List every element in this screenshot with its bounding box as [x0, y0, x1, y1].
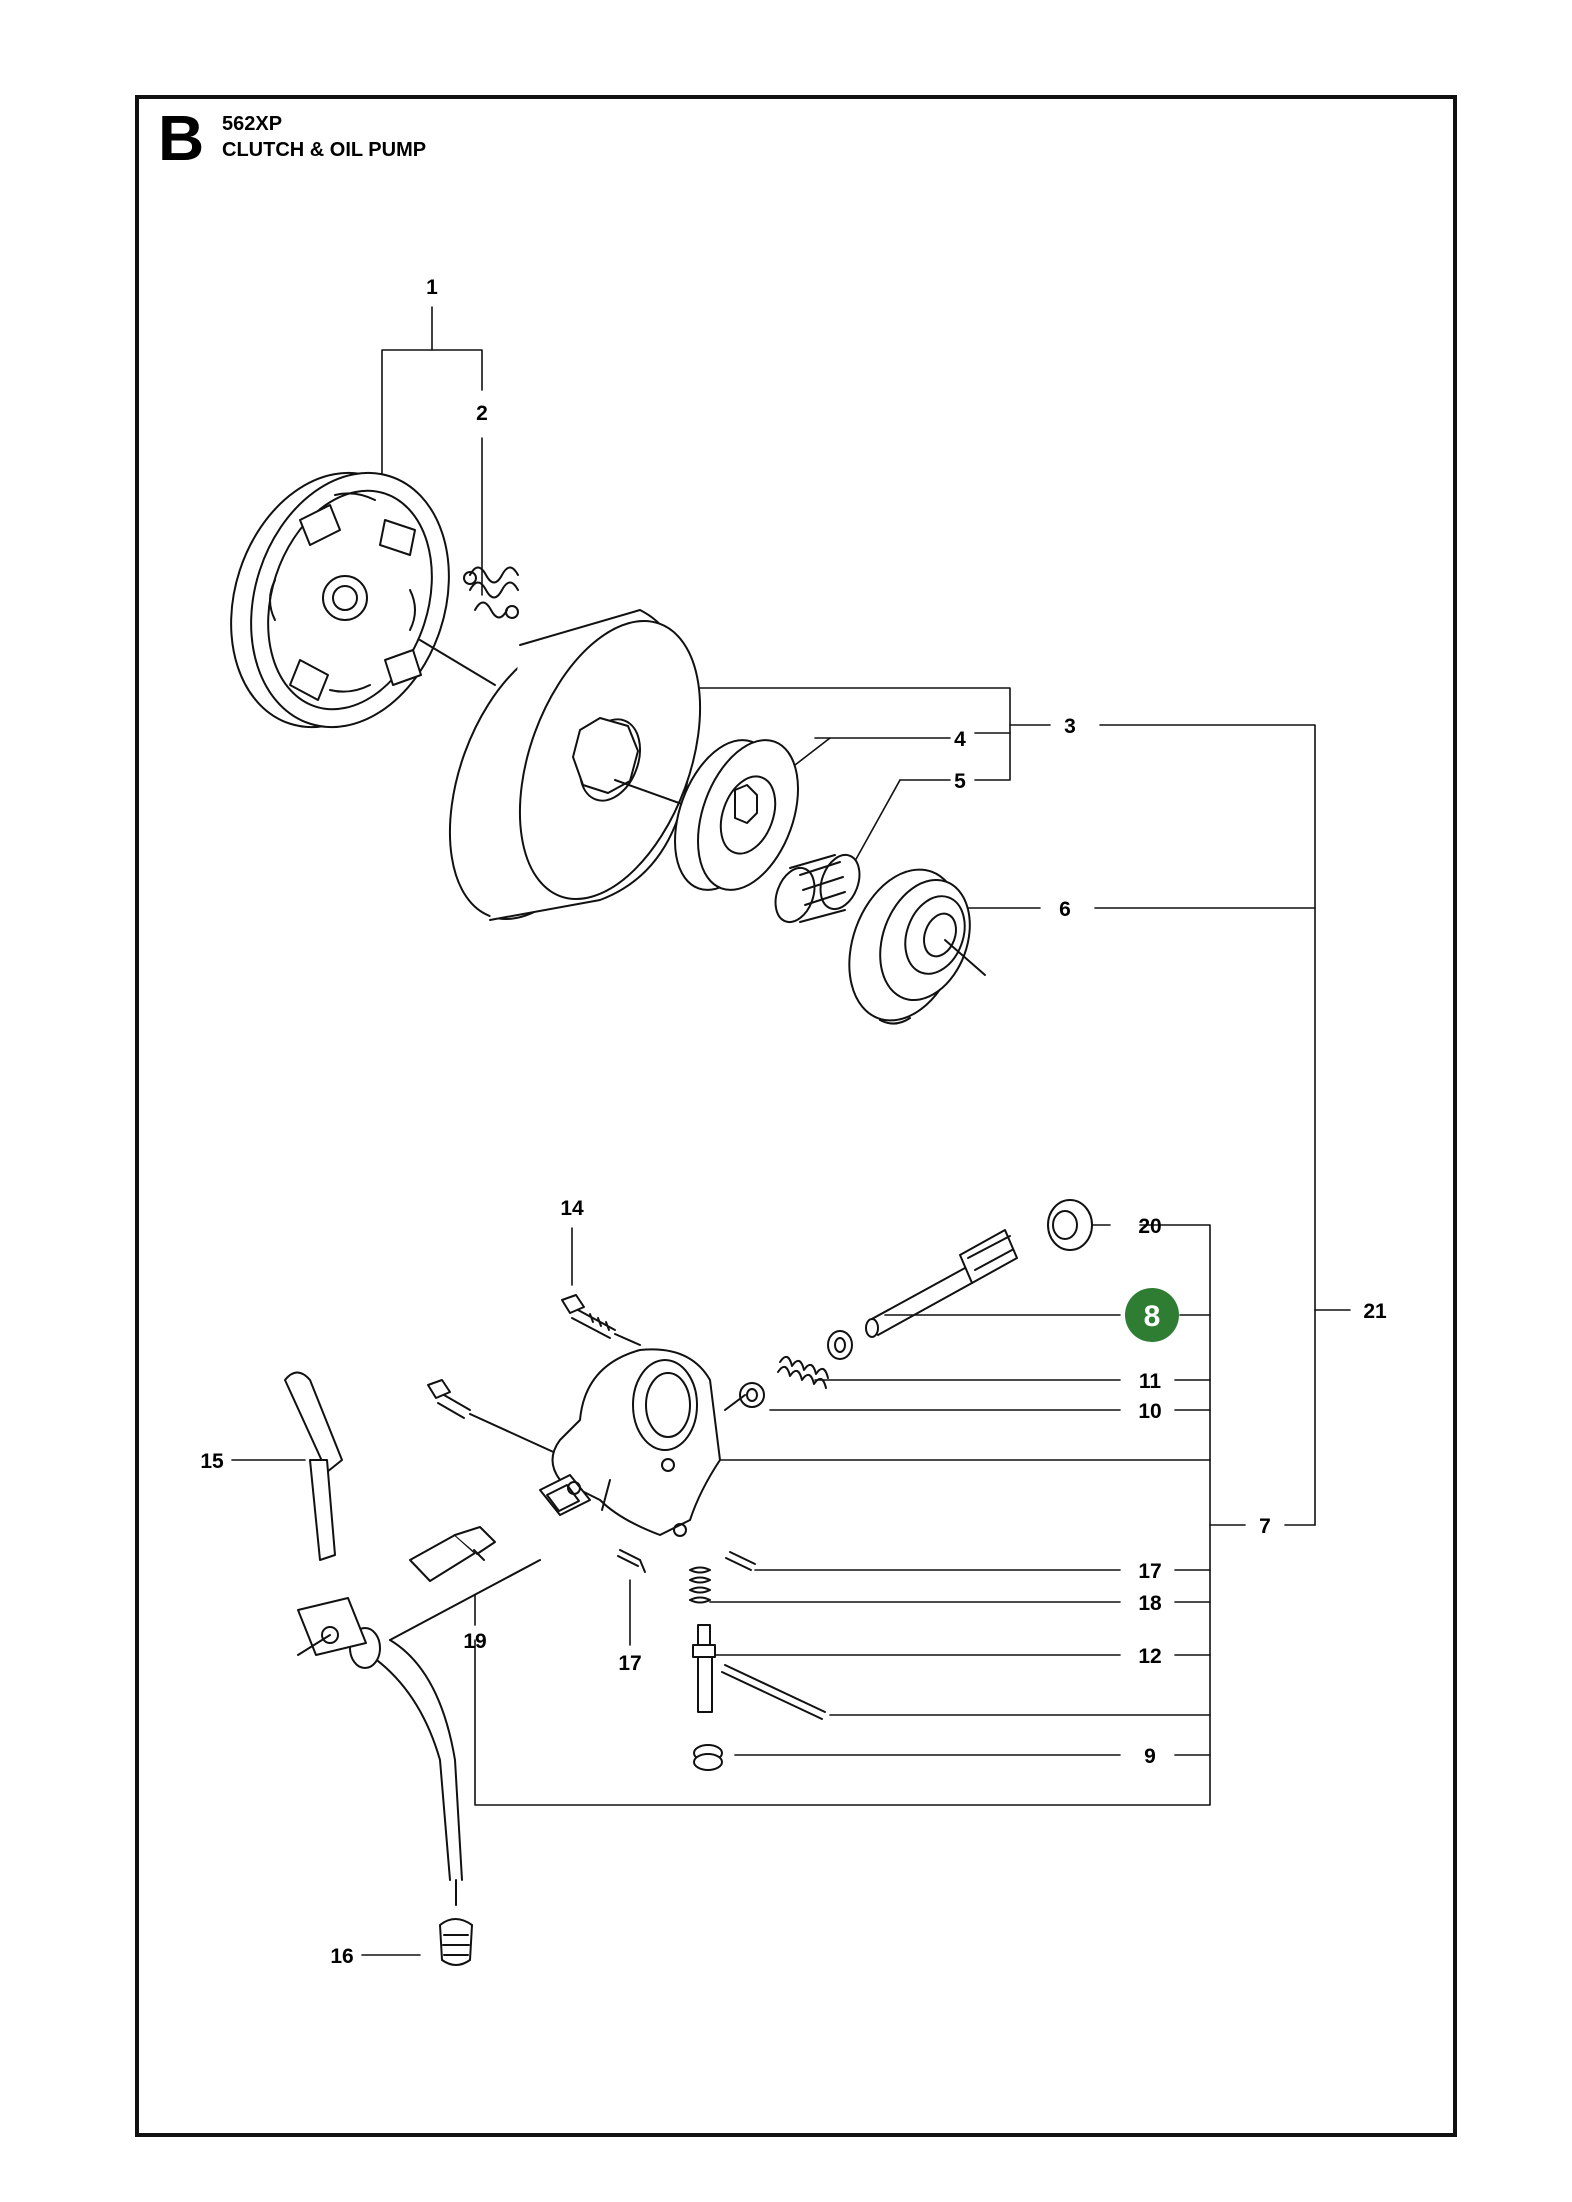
callout-10: 10	[1138, 1400, 1161, 1423]
section-letter: B	[158, 102, 205, 174]
lever-15-drawing	[284, 1371, 367, 1656]
callout-9: 9	[1144, 1745, 1156, 1768]
callout-21: 21	[1363, 1300, 1387, 1323]
callout-20: 20	[1138, 1215, 1161, 1238]
callout-18: 18	[1138, 1592, 1162, 1615]
model-number: 562XP	[222, 113, 283, 135]
callout-17-bottom: 17	[618, 1652, 641, 1675]
part-callouts: 1 2 3 4 5 6 7 9 10 11 12 14 15 16 17 17 …	[200, 276, 1387, 1968]
callout-15: 15	[200, 1450, 224, 1473]
callout-16: 16	[330, 1945, 353, 1968]
callout-8-highlighted: 8	[1144, 1300, 1161, 1333]
clutch-drum-drawing	[448, 609, 761, 921]
spur-sprocket-drawing	[848, 868, 986, 1025]
diagram-frame	[135, 95, 1457, 2137]
needle-bearing-drawing	[774, 853, 861, 924]
highlight-marker	[1125, 1288, 1179, 1342]
pump-piston-drawing	[689, 1566, 826, 1771]
screw-left-drawing	[427, 1379, 561, 1456]
pin-17-drawing	[617, 1549, 756, 1573]
callout-14: 14	[560, 1197, 584, 1220]
callout-17-right: 17	[1138, 1560, 1161, 1583]
leader-lines	[231, 306, 1351, 1956]
callout-3: 3	[1064, 715, 1076, 738]
callout-1: 1	[426, 276, 438, 299]
section-title: CLUTCH & OIL PUMP	[222, 139, 427, 161]
clutch-spring-drawing	[463, 566, 519, 619]
callout-6: 6	[1059, 898, 1071, 921]
callout-12: 12	[1138, 1645, 1161, 1668]
oil-hose-drawing	[349, 1526, 541, 1966]
callout-7: 7	[1259, 1515, 1271, 1538]
worm-shaft-drawing	[724, 1199, 1093, 1411]
callout-4: 4	[954, 728, 966, 751]
callout-2: 2	[476, 402, 488, 425]
rim-sprocket-drawing	[674, 739, 799, 891]
pump-housing-drawing	[539, 1348, 721, 1537]
callout-5: 5	[954, 770, 966, 793]
clutch-assembly-drawing	[230, 471, 496, 729]
screw-14-drawing	[561, 1294, 641, 1346]
callout-11: 11	[1139, 1370, 1162, 1393]
callout-19: 19	[463, 1630, 486, 1653]
